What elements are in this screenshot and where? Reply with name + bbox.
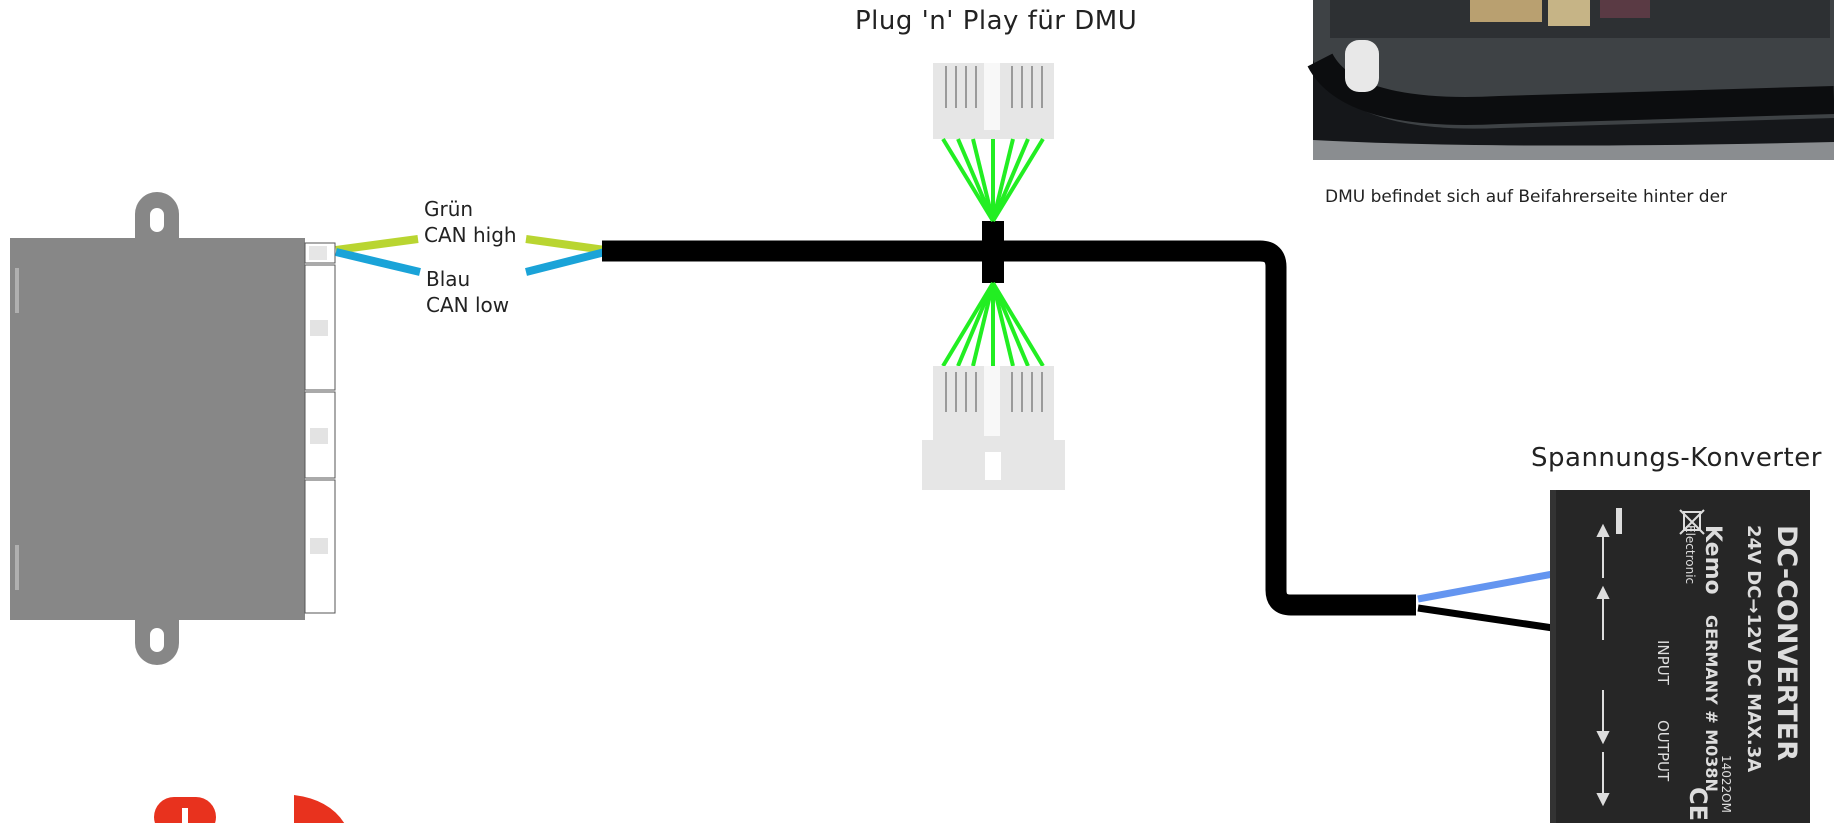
wire-label-blue: Blau CAN low xyxy=(426,266,509,318)
converter-title: Spannungs-Konverter xyxy=(1531,443,1822,473)
converter-code: 14022OM xyxy=(1719,755,1733,813)
main-cable xyxy=(602,240,1416,616)
red-icon-fragments xyxy=(154,795,345,823)
dmu-photo xyxy=(1307,0,1834,160)
converter-wires xyxy=(1417,570,1554,632)
converter-brand-sub: Electronic xyxy=(1683,525,1697,584)
ce-mark: CE xyxy=(1684,787,1712,821)
junction-block xyxy=(982,221,1004,283)
converter-arrows xyxy=(1596,523,1610,807)
converter-origin: GERMANY # M038N xyxy=(1702,615,1721,792)
plug-play-title: Plug 'n' Play für DMU xyxy=(855,6,1138,36)
photo-caption: DMU befindet sich auf Beifahrerseite hin… xyxy=(1325,187,1728,207)
control-module xyxy=(10,192,336,665)
can-wires xyxy=(335,235,606,276)
converter-input-label: INPUT xyxy=(1654,640,1672,686)
wire-label-green: Grün CAN high xyxy=(424,196,517,248)
wire-green-name: Grün xyxy=(424,197,474,221)
converter-rating: 24V DC→12V DC MAX.3A xyxy=(1743,525,1764,772)
converter-brand: Kemo xyxy=(1700,525,1725,595)
converter-output-label: OUTPUT xyxy=(1654,720,1672,782)
dc-converter-photo: DC-CONVERTER 24V DC→12V DC MAX.3A Kemo E… xyxy=(1550,490,1810,823)
wire-green-signal: CAN high xyxy=(424,223,517,247)
converter-heading: DC-CONVERTER xyxy=(1771,525,1802,761)
plug-connector-bottom xyxy=(922,281,1065,490)
wire-blue-name: Blau xyxy=(426,267,471,291)
weee-bin-icon xyxy=(1679,509,1705,535)
wire-blue-signal: CAN low xyxy=(426,293,510,317)
plug-connector-top xyxy=(933,63,1054,223)
